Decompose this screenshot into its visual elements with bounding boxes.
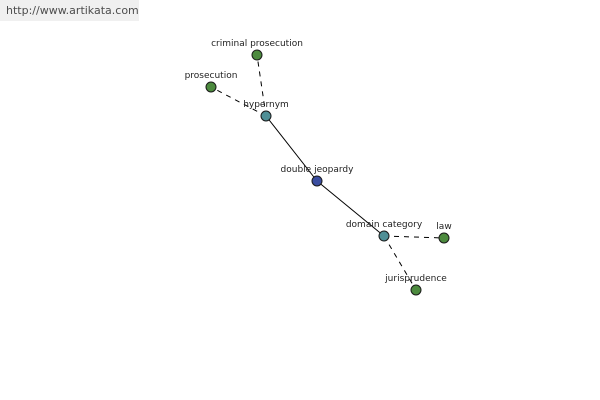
node-label-criminal-prosecution: criminal prosecution — [211, 39, 303, 49]
edge-hypernym-to-criminal-prosecution — [256, 54, 267, 117]
watermark-url: http://www.artikata.com — [0, 0, 139, 21]
node-label-double-jeopardy: double jeopardy — [281, 165, 355, 175]
node-jurisprudence[interactable] — [410, 284, 422, 296]
edge-hypernym-to-prosecution — [210, 86, 267, 117]
node-hypernym[interactable] — [260, 110, 272, 122]
node-label-jurisprudence: jurisprudence — [384, 274, 447, 284]
node-prosecution[interactable] — [205, 81, 217, 93]
node-domain-category[interactable] — [378, 230, 390, 242]
node-label-law: law — [436, 222, 451, 232]
edge-double-jeopardy-to-domain-category — [316, 180, 385, 237]
nodes-layer — [205, 49, 450, 296]
node-label-hypernym: hypernym — [243, 100, 289, 110]
node-criminal-prosecution[interactable] — [251, 49, 263, 61]
edges-layer — [210, 54, 445, 291]
labels-layer: double jeopardy hypernym domain category cr… — [185, 39, 452, 284]
node-law[interactable] — [438, 232, 450, 244]
node-label-prosecution: prosecution — [185, 71, 238, 81]
node-double-jeopardy[interactable] — [311, 175, 323, 187]
edge-domain-category-to-jurisprudence — [383, 235, 417, 291]
edge-double-jeopardy-to-hypernym — [265, 115, 318, 182]
edge-domain-category-to-law — [383, 235, 445, 239]
node-label-domain-category: domain category — [346, 220, 423, 230]
